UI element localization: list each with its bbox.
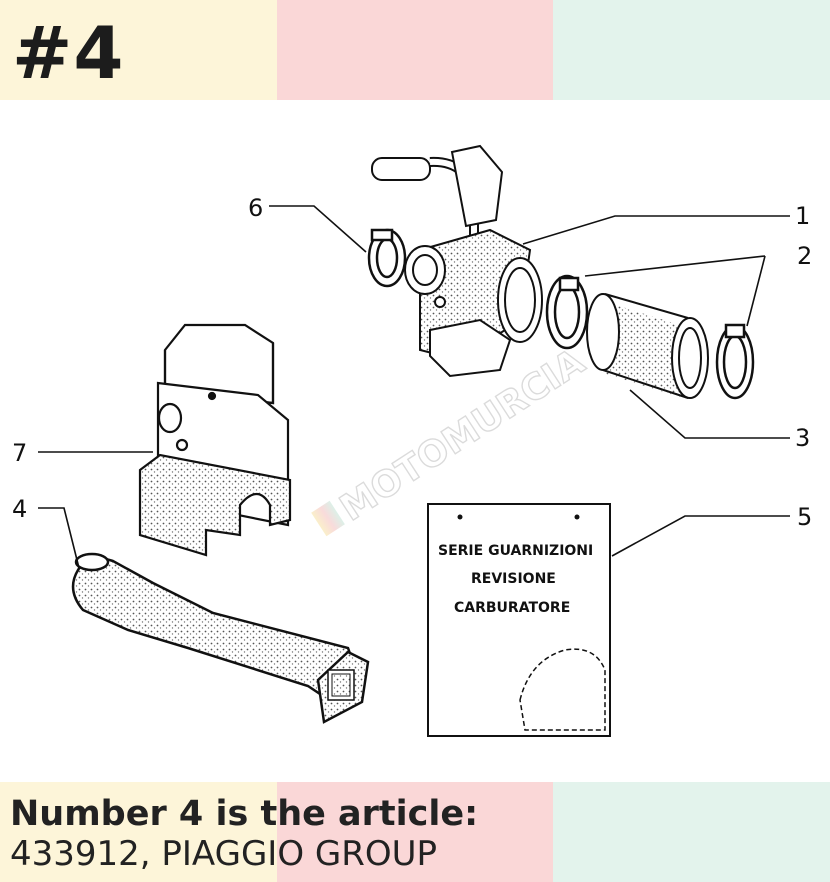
callout-6: 6 bbox=[248, 194, 263, 222]
callout-7: 7 bbox=[12, 439, 27, 467]
gasket-kit-part-5: SERIE GUARNIZIONI REVISIONE CARBURATORE bbox=[427, 503, 611, 737]
clamp-part-6 bbox=[367, 228, 407, 288]
caption-title: Number 4 is the article: bbox=[10, 794, 479, 834]
sleeve-part-3 bbox=[586, 293, 709, 399]
intake-duct-part-4 bbox=[71, 552, 370, 724]
leader-lines bbox=[38, 205, 790, 569]
callout-2: 2 bbox=[797, 242, 812, 270]
callout-3: 3 bbox=[795, 424, 810, 452]
clamp-part-2a bbox=[545, 274, 589, 350]
item-number-badge: #4 bbox=[12, 11, 125, 95]
callout-5: 5 bbox=[797, 503, 812, 531]
callout-1: 1 bbox=[795, 202, 810, 230]
article-number: 433912, PIAGGIO GROUP bbox=[10, 834, 438, 874]
kit-label-line2: REVISIONE bbox=[471, 571, 556, 587]
clamp-part-2b bbox=[715, 323, 755, 400]
footer-band bbox=[0, 782, 830, 882]
exploded-parts-diagram: MOTOMURCIA bbox=[12, 144, 812, 737]
header-band bbox=[0, 0, 830, 100]
carburetor-part-1 bbox=[371, 144, 543, 378]
kit-label-line3: CARBURATORE bbox=[454, 600, 570, 616]
callout-4: 4 bbox=[12, 495, 27, 523]
kit-label-line1: SERIE GUARNIZIONI bbox=[438, 543, 593, 559]
cover-part-7 bbox=[138, 323, 292, 557]
